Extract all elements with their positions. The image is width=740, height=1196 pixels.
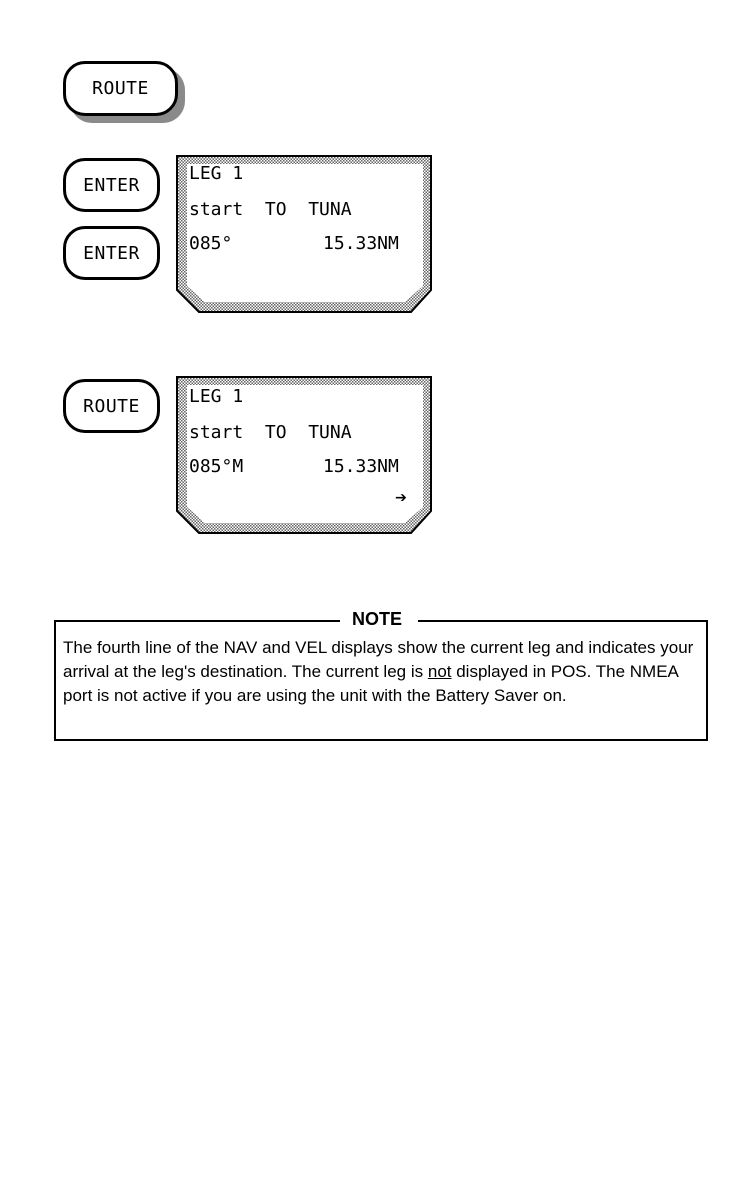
screen2-line2: start TO TUNA [189,422,352,443]
route-key-second-label: ROUTE [83,395,140,417]
note-text-after: displayed in POS. The NMEA port is not a… [63,662,678,705]
display-screen-2: LEG 1 start TO TUNA 085°M 15.33NM ➔ [175,375,433,535]
note-text-emphasis: not [427,662,452,681]
screen1-line2: start TO TUNA [189,199,352,220]
route-key-second[interactable]: ROUTE [63,379,160,433]
screen1-line3-distance: 15.33NM [323,233,399,254]
note-text-before: The fourth line of the NAV and VEL displ… [63,638,694,681]
enter-key-second-label: ENTER [83,242,140,264]
enter-key-second[interactable]: ENTER [63,226,160,280]
right-arrow-icon: ➔ [395,485,408,509]
enter-key-label: ENTER [83,174,140,196]
note-rule-left [54,620,340,622]
screen1-line3-bearing: 085° [189,233,233,254]
note-rule-right [418,620,708,622]
screen2-line1: LEG 1 [189,386,244,407]
note-box: NOTE The fourth line of the NAV and VEL … [54,609,708,741]
screen1-line1: LEG 1 [189,163,244,184]
enter-key[interactable]: ENTER [63,158,160,212]
route-key-label: ROUTE [92,78,149,99]
note-text: The fourth line of the NAV and VEL displ… [63,636,703,708]
screen2-line3-bearing: 085°M [189,456,244,477]
route-key[interactable]: ROUTE [63,61,178,116]
screen2-line3-distance: 15.33NM [323,456,399,477]
note-title: NOTE [352,609,403,629]
display-screen-1: LEG 1 start TO TUNA 085° 15.33NM [175,154,433,314]
